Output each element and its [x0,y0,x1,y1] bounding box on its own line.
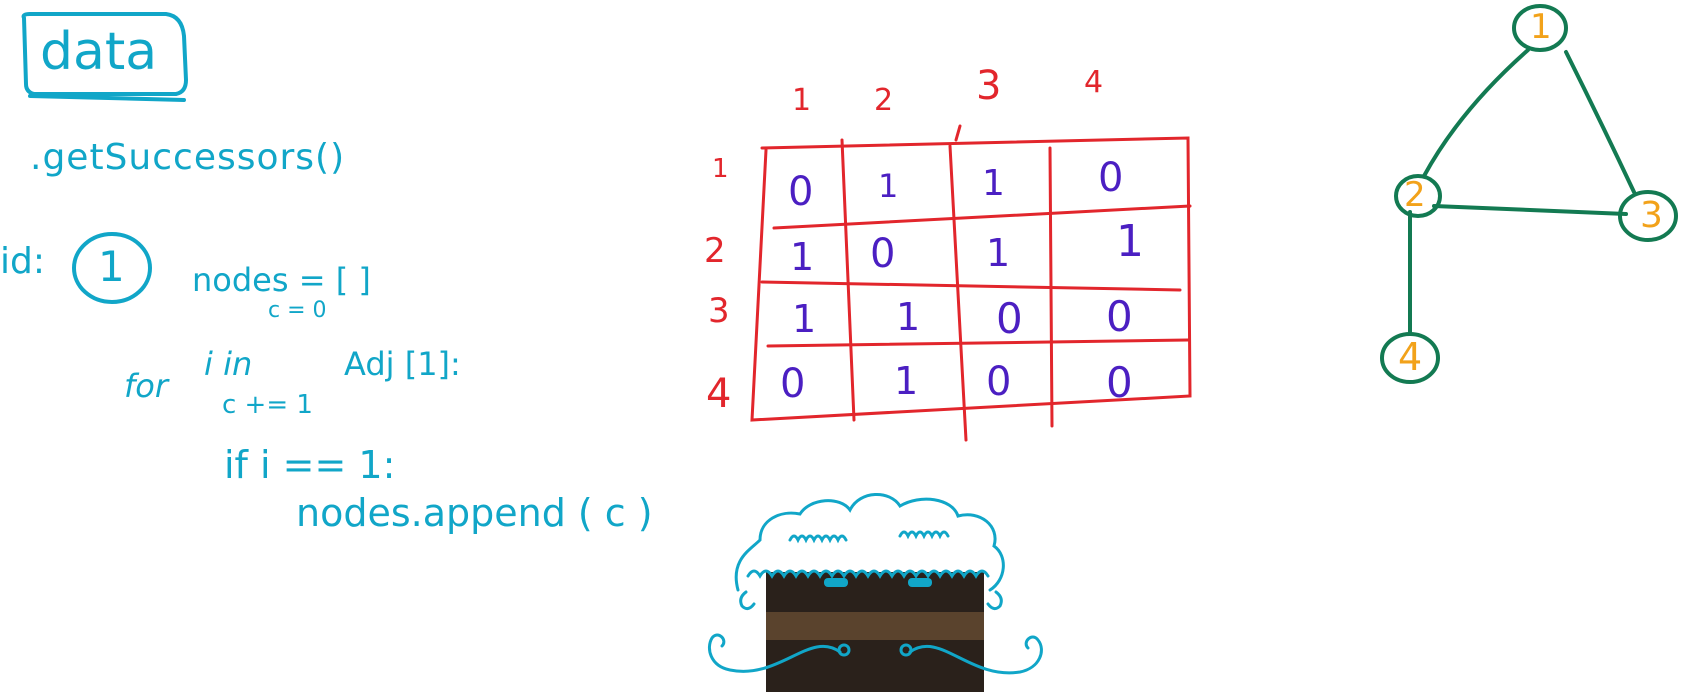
graph-node-label: 3 [1640,195,1663,236]
id-circle [72,232,152,304]
graph-edge [1422,48,1530,178]
matrix-cell: 0 [1106,358,1133,407]
matrix-cell: 0 [780,361,806,407]
matrix-cell: 0 [870,231,896,277]
graph-node [1394,174,1442,218]
title-box [21,12,189,96]
matrix-cell: 0 [1106,292,1133,341]
matrix-row-header: 2 [704,231,726,271]
matrix-col-header: 1 [792,83,812,118]
code-line-increment: c += 1 [222,390,313,420]
matrix-cell: 1 [790,235,815,279]
matrix-cell: 1 [1116,216,1144,267]
graph-edge [1564,50,1636,194]
matrix-cell: 1 [792,297,817,341]
code-line-counter: c = 0 [268,298,327,323]
graph-node-label: 1 [1530,7,1552,47]
note-id-value: 1 [98,242,125,291]
note-id-label: id: [0,241,45,282]
matrix-cell: 1 [896,295,921,339]
code-line-for-iterable: Adj [1]: [344,345,461,383]
graph-node-label: 4 [1398,335,1423,379]
matrix-row-header: 4 [706,371,732,417]
face-with-mustache-icon [707,493,1043,692]
code-line-nodes: nodes = [ ] [192,261,371,299]
matrix-cell: 1 [982,163,1005,204]
matrix-col-header: 4 [1084,65,1104,100]
note-method: .getSuccessors() [30,137,346,178]
matrix-col-header: 2 [874,83,894,118]
matrix-col-header: 3 [976,63,1002,109]
matrix-cell: 0 [788,169,814,215]
matrix-cell: 1 [894,359,919,403]
matrix-cell: 0 [996,294,1023,343]
code-line-for-keyword: for [124,367,168,405]
matrix-cell: 0 [986,359,1012,405]
note-title: data [40,22,158,82]
graph-node-label: 2 [1404,175,1426,215]
graph-node [1380,332,1440,384]
code-line-append: nodes.append ( c ) [296,491,653,535]
matrix-cell: 1 [878,167,899,205]
matrix-cell: 0 [1098,155,1124,201]
code-line-for-var: i in [204,345,253,383]
graph-node [1512,4,1568,52]
matrix-row-header: 1 [712,154,729,184]
graph-edge [1432,204,1628,216]
graph-node [1618,190,1678,242]
avatar-doodle [690,480,1070,692]
matrix-cell: 1 [986,231,1011,275]
code-line-if: if i == 1: [224,443,396,487]
matrix-row-header: 3 [708,291,730,331]
